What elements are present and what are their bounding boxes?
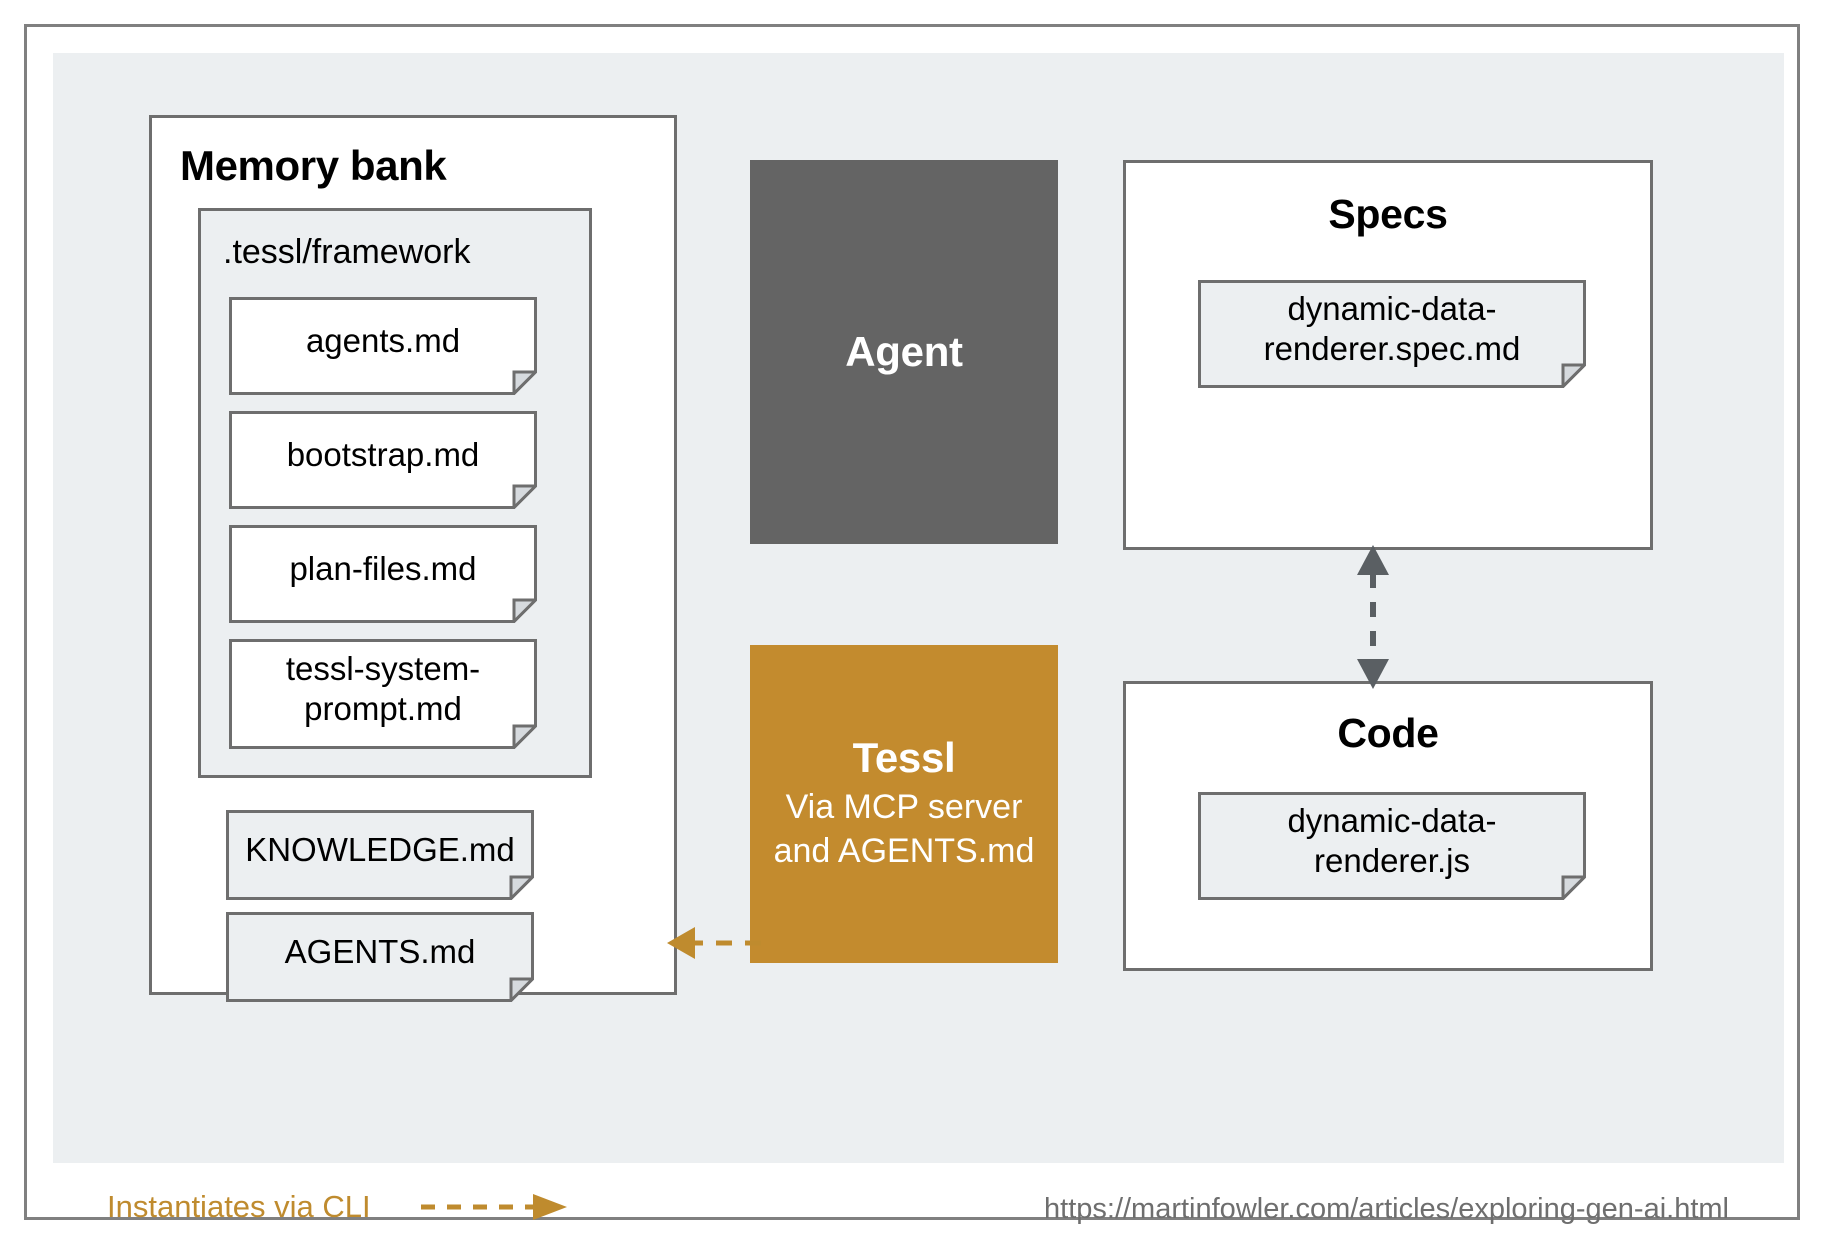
arrow-tessl-to-memory-bank xyxy=(667,927,761,959)
memory-bank-title: Memory bank xyxy=(180,142,447,189)
tessl-subtitle-line1: Via MCP server xyxy=(785,788,1023,827)
tessl-subtitle-line2: and AGENTS.md xyxy=(773,832,1035,870)
note-label: plan-files.md xyxy=(289,549,477,587)
note-label: agents.md xyxy=(305,321,461,359)
memory-bank-panel: Memory bank .tessl/framework agents.md xyxy=(149,115,677,1002)
arrow-specs-code-bidirectional xyxy=(1357,545,1389,689)
legend-arrow-icon xyxy=(420,1194,567,1220)
note-shape xyxy=(226,912,534,1002)
note-label: tessl-system-prompt.md xyxy=(285,649,481,727)
note-shape xyxy=(1198,280,1586,388)
note-shape xyxy=(229,639,537,749)
note-knowledge-md[interactable]: KNOWLEDGE.md xyxy=(226,810,534,900)
tessl-framework-panel: .tessl/framework agents.md bootstrap. xyxy=(198,208,592,778)
code-title: Code xyxy=(1337,710,1439,756)
diagram-canvas: Memory bank .tessl/framework agents.md xyxy=(53,53,1784,1163)
note-tessl-system-prompt-md[interactable]: tessl-system-prompt.md xyxy=(229,639,537,749)
note-label: AGENTS.md xyxy=(284,932,476,970)
note-shape xyxy=(1198,792,1586,900)
code-panel: Code dynamic-data-renderer.js xyxy=(1123,681,1653,971)
source-url: https://martinfowler.com/articles/explor… xyxy=(1044,1193,1729,1225)
agent-label: Agent xyxy=(845,328,963,375)
agent-box[interactable]: Agent xyxy=(750,160,1058,544)
note-plan-files-md[interactable]: plan-files.md xyxy=(229,525,537,623)
note-bootstrap-md[interactable]: bootstrap.md xyxy=(229,411,537,509)
note-label: bootstrap.md xyxy=(286,435,480,473)
specs-panel: Specs dynamic-data-renderer.spec.md xyxy=(1123,160,1653,550)
note-shape xyxy=(226,810,534,900)
legend-label: Instantiates via CLI xyxy=(107,1189,371,1224)
note-agents-root-md[interactable]: AGENTS.md xyxy=(226,912,534,1002)
note-label: KNOWLEDGE.md xyxy=(245,830,515,868)
note-agents-md[interactable]: agents.md xyxy=(229,297,537,395)
diagram-frame: Memory bank .tessl/framework agents.md xyxy=(24,24,1800,1225)
note-label: dynamic-data-renderer.spec.md xyxy=(1263,289,1521,367)
note-shape xyxy=(229,525,537,623)
note-shape xyxy=(229,411,537,509)
note-shape xyxy=(229,297,537,395)
legend: Instantiates via CLI xyxy=(107,1189,571,1225)
tessl-title: Tessl xyxy=(852,734,956,782)
tessl-framework-label: .tessl/framework xyxy=(223,233,471,271)
note-spec-md[interactable]: dynamic-data-renderer.spec.md xyxy=(1198,280,1586,388)
specs-title: Specs xyxy=(1328,191,1448,237)
note-label: dynamic-data-renderer.js xyxy=(1287,801,1497,879)
note-renderer-js[interactable]: dynamic-data-renderer.js xyxy=(1198,792,1586,900)
tessl-box[interactable]: Tessl Via MCP server and AGENTS.md xyxy=(750,645,1058,963)
